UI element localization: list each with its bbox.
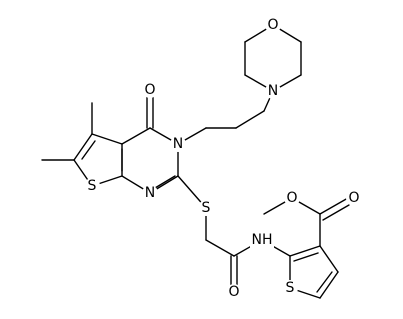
bond bbox=[121, 127, 151, 145]
atom-background bbox=[142, 185, 158, 201]
atom-label: S bbox=[88, 178, 97, 194]
bonds bbox=[41, 24, 350, 299]
atom-n1-ring: N bbox=[142, 185, 158, 201]
atom-label: O bbox=[267, 17, 278, 33]
atom-background bbox=[265, 83, 281, 99]
atom-o-carbonyl-ring: O bbox=[142, 82, 158, 98]
bond bbox=[235, 110, 265, 129]
bond bbox=[316, 271, 333, 293]
atom-n-morpholine: N bbox=[265, 83, 281, 99]
atom-label: O bbox=[228, 284, 239, 300]
atom-nh-amide: NH bbox=[250, 231, 274, 249]
atom-background bbox=[198, 200, 214, 216]
bond bbox=[322, 204, 350, 221]
bond bbox=[154, 175, 176, 189]
atom-label: NH bbox=[252, 232, 273, 248]
atom-label: N bbox=[145, 185, 155, 201]
atom-background bbox=[250, 231, 274, 249]
atom-s-thiophene: S bbox=[282, 280, 298, 296]
atom-o-ester-carbonyl: O bbox=[346, 190, 362, 206]
bond bbox=[205, 239, 235, 257]
atom-background bbox=[282, 280, 298, 296]
atom-label: S bbox=[286, 280, 295, 296]
atom-o-morpholine: O bbox=[265, 17, 281, 33]
atom-label: N bbox=[173, 136, 183, 152]
atom-background bbox=[284, 190, 300, 206]
atom-background bbox=[84, 178, 100, 194]
atom-background bbox=[142, 82, 158, 98]
bond bbox=[319, 271, 339, 299]
atom-s-thioether: S bbox=[198, 200, 214, 216]
atom-background bbox=[226, 284, 242, 300]
atom-label: S bbox=[202, 200, 211, 216]
atom-o-ester-ether: O bbox=[284, 190, 300, 206]
bond bbox=[91, 133, 123, 145]
atom-label: O bbox=[286, 190, 297, 206]
bond bbox=[319, 245, 339, 273]
bond bbox=[289, 245, 321, 257]
bond bbox=[73, 133, 93, 161]
bond bbox=[81, 140, 96, 160]
atom-labels: O N O N S N S O bbox=[84, 17, 362, 300]
atom-label: N bbox=[268, 83, 278, 99]
atom-label: O bbox=[348, 190, 359, 206]
atom-n3-ring: N bbox=[170, 136, 186, 152]
bond bbox=[293, 252, 319, 262]
atom-o-amide: O bbox=[226, 284, 242, 300]
atom-s-thiophene-fused: S bbox=[84, 178, 100, 194]
atom-label: O bbox=[144, 82, 155, 98]
atom-background bbox=[170, 136, 186, 152]
bond bbox=[319, 197, 349, 215]
atom-background bbox=[346, 190, 362, 206]
atom-background bbox=[265, 17, 281, 33]
